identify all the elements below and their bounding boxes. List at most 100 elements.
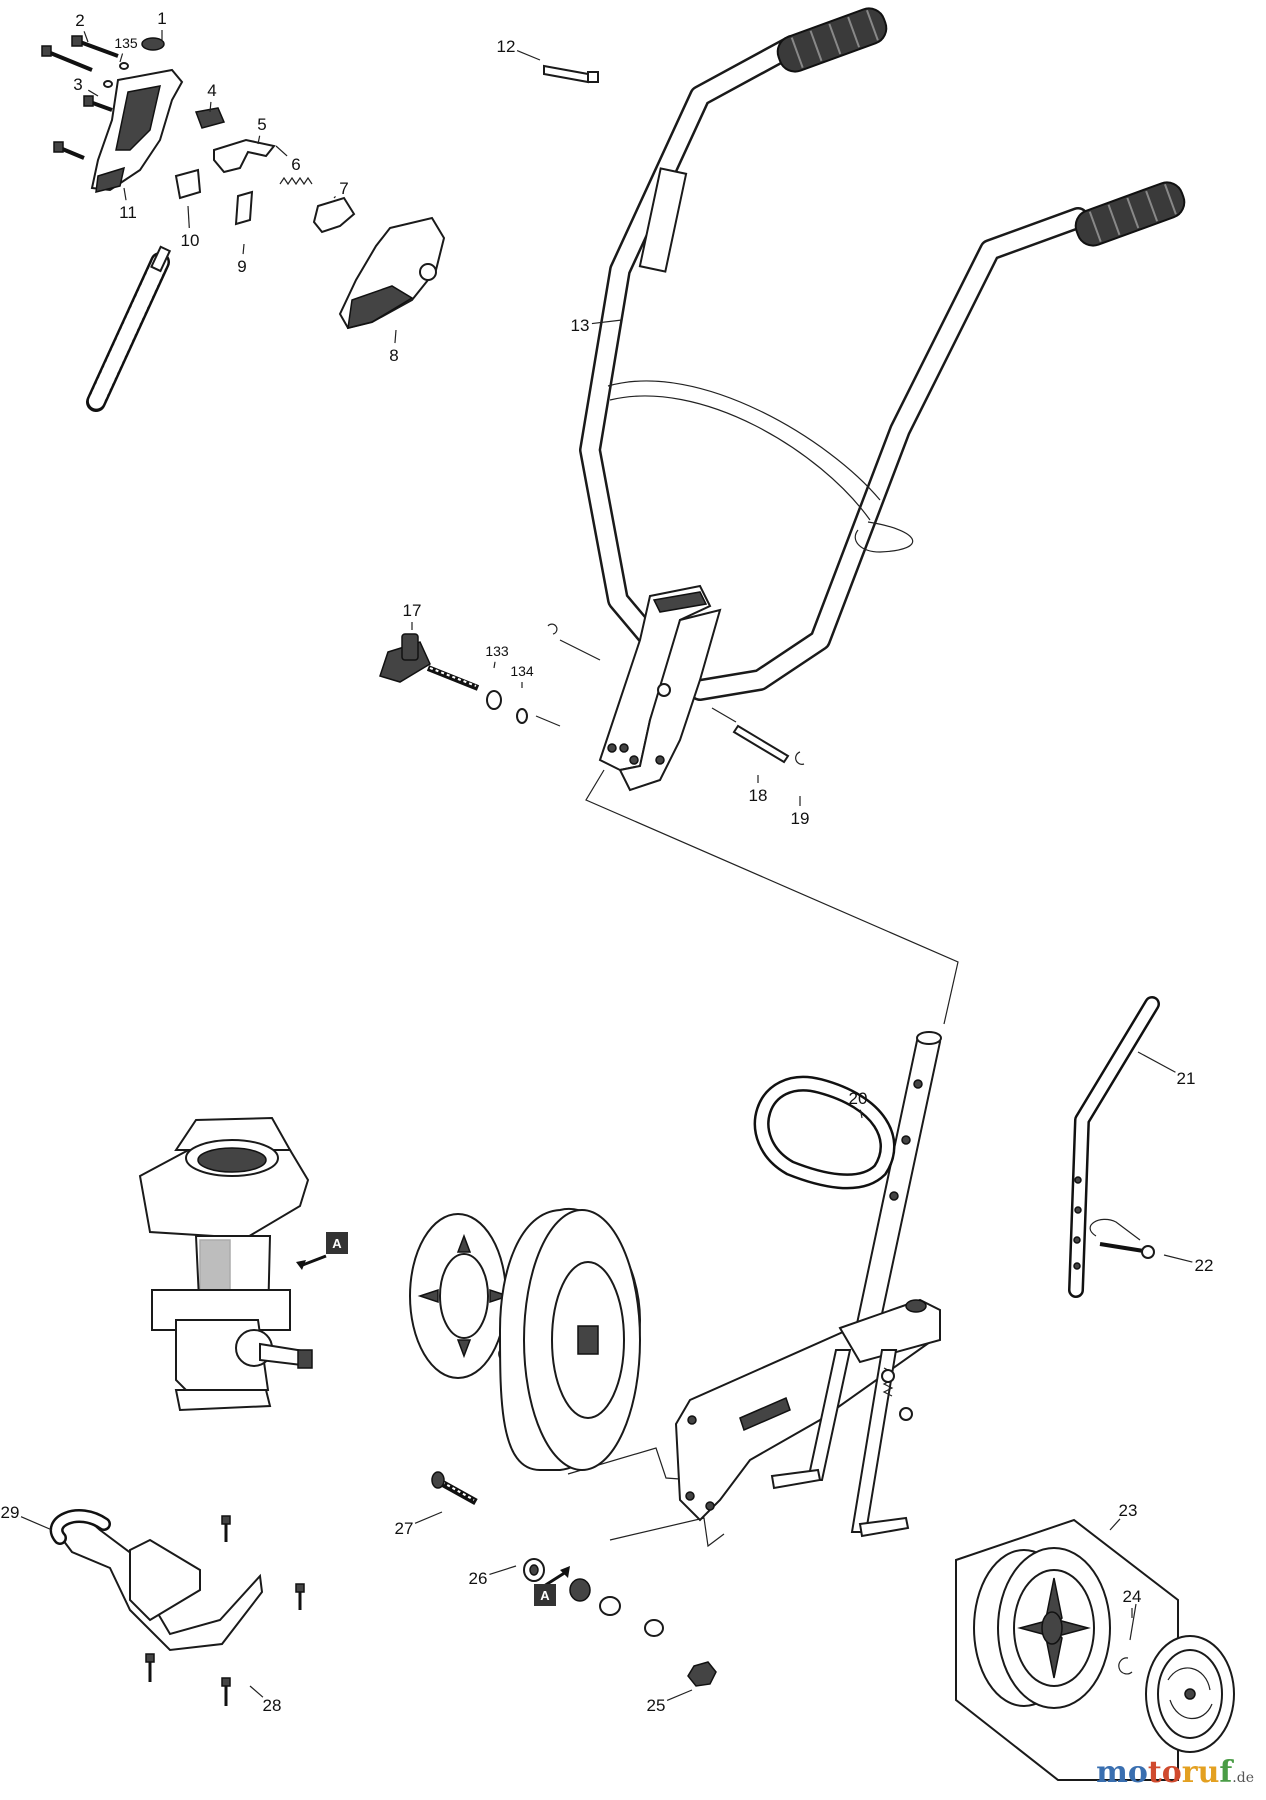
leader-27 — [414, 1511, 443, 1524]
washer-part-133 — [486, 690, 502, 710]
leader-22 — [1163, 1254, 1193, 1263]
depth-bar-part-21 — [1068, 996, 1160, 1298]
callout-21: 21 — [1177, 1069, 1196, 1088]
callout-9: 9 — [237, 257, 246, 276]
leader-135 — [119, 53, 124, 63]
gearbox-housing — [138, 1116, 313, 1412]
marker-A-bottom: A — [534, 1566, 570, 1606]
ring-part-134 — [516, 708, 528, 724]
leader-4 — [209, 101, 212, 113]
callout-2: 2 — [75, 11, 84, 30]
washer-lower-a — [599, 1596, 621, 1616]
throttle-assembly — [41, 35, 446, 412]
wheel-23 — [973, 1547, 1111, 1709]
bolt-part-27 — [431, 1471, 478, 1506]
leader-20 — [859, 1109, 863, 1119]
callout-10: 10 — [181, 231, 200, 250]
transport-wheel-center — [498, 1207, 642, 1471]
callout-11: 11 — [119, 203, 137, 222]
block-part-10 — [174, 168, 202, 200]
housing-inner — [115, 85, 161, 151]
screw-part-2 — [71, 35, 119, 58]
callout-19: 19 — [791, 809, 810, 828]
callout-134: 134 — [510, 663, 534, 679]
callout-23: 23 — [1119, 1501, 1138, 1520]
leader-21 — [1137, 1051, 1176, 1073]
leader-3 — [87, 89, 99, 97]
leader-6 — [275, 145, 288, 157]
knob-part-17 — [379, 633, 480, 691]
pin-part-12 — [543, 64, 599, 84]
marker-A-top: A — [296, 1232, 348, 1270]
leader-5 — [257, 135, 261, 145]
callout-7: 7 — [339, 179, 348, 198]
svg-text:A: A — [332, 1236, 342, 1251]
pin-part-18 — [732, 724, 790, 764]
callout-26: 26 — [469, 1569, 488, 1588]
callout-25: 25 — [647, 1696, 666, 1715]
wheel-kit-part-23 — [955, 1518, 1235, 1781]
callout-1: 1 — [157, 9, 166, 28]
screw-left-b — [53, 141, 85, 160]
leader-29 — [20, 1516, 53, 1531]
washer-part-135 — [119, 62, 129, 70]
leader-13 — [591, 319, 623, 325]
leader-12 — [516, 50, 541, 61]
leader-133 — [493, 661, 496, 669]
handlebar-part-13 — [579, 7, 1186, 701]
switch-part-7 — [312, 196, 356, 234]
callout-135: 135 — [114, 35, 138, 51]
callout-18: 18 — [749, 786, 768, 805]
clip-part-19 — [795, 751, 805, 765]
washer-part-1 — [141, 37, 165, 51]
screw-part-3 — [83, 95, 113, 112]
callout-12: 12 — [497, 37, 516, 56]
spring-part-6 — [279, 176, 313, 186]
callout-8: 8 — [389, 346, 398, 365]
housing-clip — [95, 166, 126, 193]
leader-25 — [666, 1689, 693, 1701]
callout-22: 22 — [1195, 1256, 1214, 1275]
lever-part-5 — [213, 138, 276, 174]
callout-133: 133 — [485, 643, 509, 659]
washer-lower-b — [644, 1619, 664, 1637]
lynch-pin-part-22 — [1089, 1218, 1155, 1259]
callout-13: 13 — [571, 316, 590, 335]
callout-24: 24 — [1123, 1587, 1142, 1606]
leader-7 — [333, 196, 336, 199]
callout-28: 28 — [263, 1696, 282, 1715]
callout-5: 5 — [257, 115, 266, 134]
callout-17: 17 — [403, 601, 422, 620]
handle-bracket — [598, 584, 722, 792]
nut-part-25 — [687, 1661, 717, 1687]
frame-part-20 — [674, 1031, 942, 1538]
leader-23 — [1109, 1518, 1121, 1531]
screws-part-28 — [145, 1515, 305, 1706]
leader-11 — [123, 187, 127, 201]
hub-cap — [1145, 1635, 1235, 1753]
cable-sleeve — [86, 245, 172, 412]
callout-3: 3 — [73, 75, 82, 94]
clip-part-9 — [234, 190, 254, 226]
grip-right — [1074, 181, 1186, 247]
leader-28 — [249, 1685, 264, 1698]
cover-shade — [347, 285, 414, 329]
washer-small — [103, 80, 113, 88]
watermark-logo: motoruf.de — [1096, 1755, 1254, 1790]
leader-8 — [394, 329, 397, 344]
cover-knob — [419, 263, 437, 281]
screw-left-a — [41, 45, 93, 72]
leader-10 — [187, 205, 190, 229]
e-clip-part-24 — [1118, 1657, 1133, 1675]
clip-upper — [547, 623, 558, 635]
tine-part-29 — [49, 1509, 264, 1652]
callout-29: 29 — [1, 1503, 20, 1522]
hub-cover — [409, 1213, 511, 1379]
callout-4: 4 — [207, 81, 216, 100]
leader-9 — [242, 243, 245, 255]
callout-20: 20 — [849, 1089, 868, 1108]
leader-2 — [83, 31, 89, 43]
